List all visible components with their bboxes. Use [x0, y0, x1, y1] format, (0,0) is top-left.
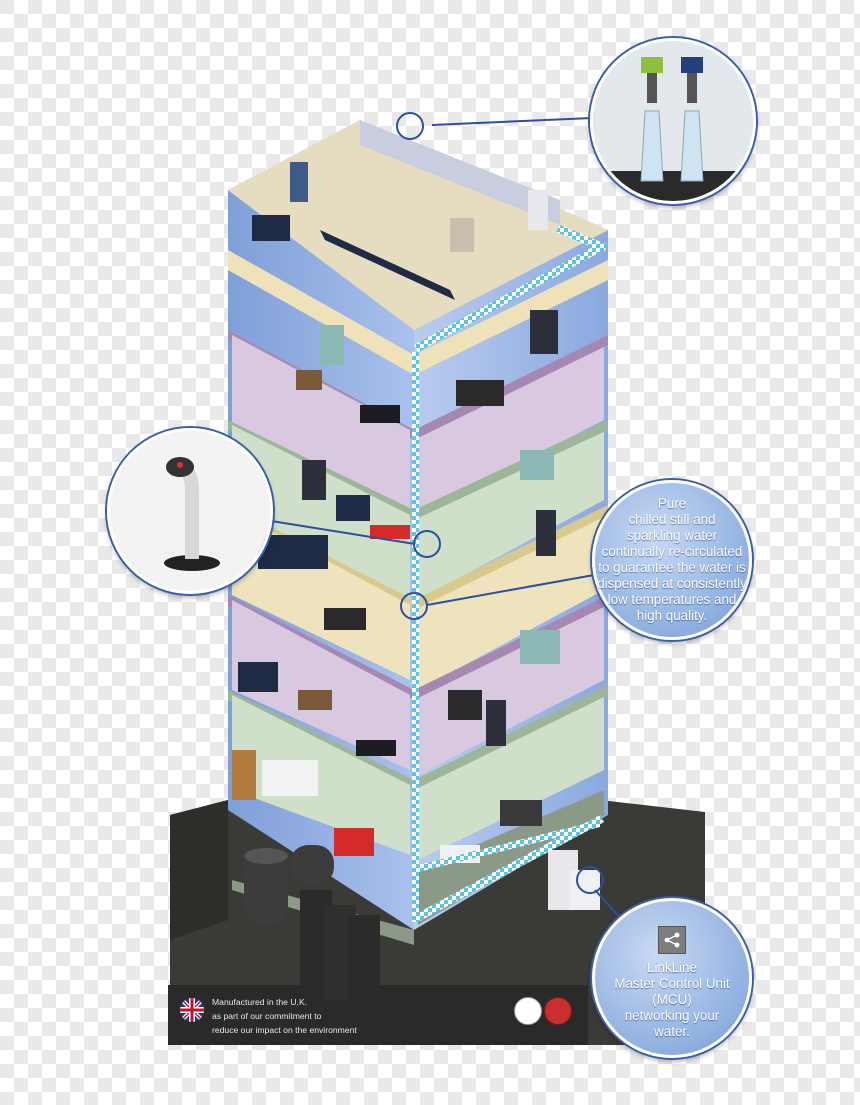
- uk-flag-icon: [180, 998, 204, 1022]
- office-furniture: [232, 310, 560, 863]
- water-pipe-route: [412, 225, 608, 922]
- footer-line: Manufactured in the U.K.: [212, 997, 308, 1007]
- mcu-callout-line: Master Control Unit: [614, 976, 730, 991]
- footer-band: Manufactured in the U.K. as part of our …: [168, 985, 588, 1045]
- network-node-icon: [658, 926, 686, 954]
- mcu-callout-line: water.: [654, 1024, 690, 1039]
- pure-callout-line: dispensed at consistently: [597, 576, 747, 591]
- pure-callout-line: sparkling water: [626, 528, 718, 543]
- footer-line: as part of our commitment to: [212, 1011, 322, 1021]
- pure-callout-line: low temperatures and: [607, 592, 737, 607]
- pure-water-callout: Pure chilled still and sparkling water c…: [592, 480, 752, 640]
- water-font-photo: [107, 428, 273, 594]
- mcu-callout-line: networking your: [624, 1008, 720, 1023]
- pure-callout-line: chilled still and: [628, 512, 716, 527]
- pure-callout-line: high quality.: [636, 608, 708, 623]
- callout-leader-lines: [264, 112, 641, 941]
- mcu-callout: LinkLine Master Control Unit (MCU) netwo…: [592, 898, 752, 1058]
- certification-badge-icon: [544, 997, 572, 1025]
- footer-line: reduce our impact on the environment: [212, 1025, 357, 1035]
- certification-badge-icon: [514, 997, 542, 1025]
- tap-dispenser-icon: [593, 41, 753, 201]
- mcu-callout-line: (MCU): [652, 992, 692, 1007]
- pure-callout-line: to guarantee the water is: [598, 560, 746, 575]
- pure-callout-line: continually re-circulated: [601, 544, 743, 559]
- mcu-callout-line: LinkLine: [647, 960, 697, 975]
- pure-callout-line: Pure: [657, 496, 687, 511]
- water-font-icon: [110, 431, 270, 591]
- tap-dispenser-photo: [590, 38, 756, 204]
- footer-text: Manufactured in the U.K. as part of our …: [212, 995, 357, 1037]
- roof-floor: [228, 120, 608, 330]
